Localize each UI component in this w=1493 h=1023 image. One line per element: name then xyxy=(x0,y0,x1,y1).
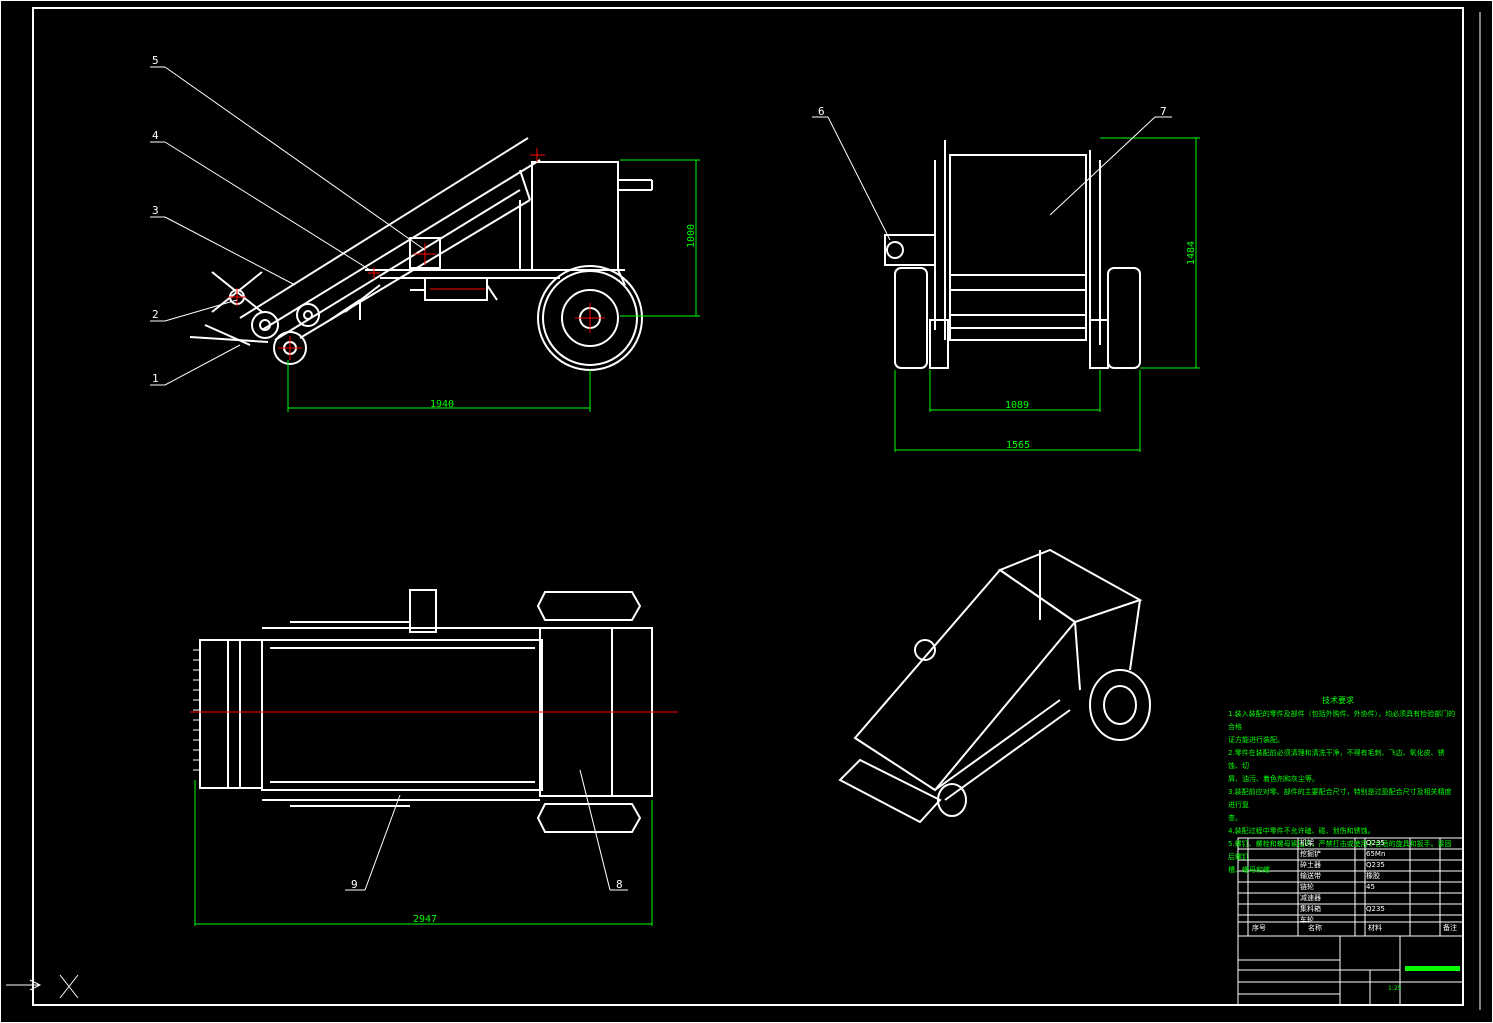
label-1: 1 xyxy=(152,372,159,385)
rear-view xyxy=(884,140,1141,369)
iso-view xyxy=(838,548,1151,824)
side-leaders xyxy=(150,66,426,386)
parts-row: 挖掘铲 65Mn xyxy=(1238,850,1463,861)
part-name: 车轮 xyxy=(1300,916,1314,924)
drawing-border xyxy=(32,7,1464,1006)
top-view xyxy=(199,589,653,833)
label-7: 7 xyxy=(1160,105,1167,118)
part-name: 链轮 xyxy=(1300,883,1314,891)
header-remark: 备注 xyxy=(1443,924,1457,932)
parts-row: 减速器 xyxy=(1238,894,1463,905)
part-name: 碎土器 xyxy=(1300,861,1321,869)
side-dims xyxy=(287,159,700,412)
note-line: 查。 xyxy=(1228,814,1242,822)
part-material: 45 xyxy=(1366,883,1375,891)
header-name: 名称 xyxy=(1308,924,1322,932)
dim-rear-height: 1484 xyxy=(1186,241,1197,265)
parts-row: 车轮 xyxy=(1238,916,1463,927)
notes-title: 技术要求 xyxy=(1322,696,1354,705)
label-8: 8 xyxy=(616,878,623,891)
dim-side-length: 1940 xyxy=(430,399,454,410)
top-leaders xyxy=(345,769,628,891)
label-5: 5 xyxy=(152,54,159,67)
side-view-centers xyxy=(228,148,605,360)
scale-value: 1:25 xyxy=(1388,985,1402,992)
parts-row: 集料箱 Q235 xyxy=(1238,905,1463,916)
rear-leaders xyxy=(812,116,1172,241)
dim-rear-track: 1089 xyxy=(1005,400,1029,411)
header-no: 序号 xyxy=(1252,924,1266,932)
part-material: Q235 xyxy=(1366,839,1385,847)
ucs-icon xyxy=(6,974,79,999)
technical-notes: 1.装入装配的零件及部件（包括外购件、外协件），均必须具有检验部门的合格 证方能… xyxy=(1228,708,1458,877)
label-9: 9 xyxy=(351,878,358,891)
header-material: 材料 xyxy=(1368,924,1382,932)
part-material: Q235 xyxy=(1366,861,1385,869)
note-line: 5.螺钉、螺栓和螺母紧固时，严禁打击或使用不合适的旋具和扳手。紧固后螺钉 xyxy=(1228,840,1452,861)
dim-rear-width: 1565 xyxy=(1006,440,1030,451)
label-4: 4 xyxy=(152,129,159,142)
parts-list: 机架 Q235 挖掘铲 65Mn 碎土器 Q235 输送带 橡胶 链轮 45 减速器 集料… xyxy=(1238,839,1463,927)
label-6: 6 xyxy=(818,105,825,118)
note-line: 2.零件在装配前必须清理和清洗干净，不得有毛刺、飞边、氧化皮、锈蚀、切 xyxy=(1228,749,1445,770)
part-name: 集料箱 xyxy=(1300,905,1321,913)
note-line: 证方能进行装配。 xyxy=(1228,736,1284,744)
parts-row: 碎土器 Q235 xyxy=(1238,861,1463,872)
part-name: 减速器 xyxy=(1300,894,1321,902)
part-name: 输送带 xyxy=(1300,872,1321,880)
parts-row: 机架 Q235 xyxy=(1238,839,1463,850)
title-block-grid xyxy=(1237,837,1464,1006)
note-line: 屑、油污、着色剂和灰尘等。 xyxy=(1228,775,1319,783)
top-dims xyxy=(194,780,653,926)
title-block-bar xyxy=(1405,966,1460,971)
part-name: 机架 xyxy=(1300,839,1314,847)
dim-side-height: 1000 xyxy=(686,224,697,248)
top-view-teeth xyxy=(193,649,200,771)
rear-dims xyxy=(894,137,1200,452)
part-material: 橡胶 xyxy=(1366,872,1380,880)
label-2: 2 xyxy=(152,308,159,321)
part-name: 挖掘铲 xyxy=(1300,850,1321,858)
note-line: 3.装配前应对零、部件的主要配合尺寸，特别是过盈配合尺寸及相关精度进行复 xyxy=(1228,788,1452,809)
part-material: 65Mn xyxy=(1366,850,1386,858)
parts-row: 输送带 橡胶 xyxy=(1238,872,1463,883)
part-material: Q235 xyxy=(1366,905,1385,913)
note-line: 1.装入装配的零件及部件（包括外购件、外协件），均必须具有检验部门的合格 xyxy=(1228,710,1456,731)
note-line: 槽、螺母和螺 xyxy=(1228,866,1270,874)
label-3: 3 xyxy=(152,204,159,217)
note-line: 4.装配过程中零件不允许磕、碰、划伤和锈蚀。 xyxy=(1228,827,1375,835)
parts-row: 链轮 45 xyxy=(1238,883,1463,894)
dim-top-length: 2947 xyxy=(413,914,437,925)
